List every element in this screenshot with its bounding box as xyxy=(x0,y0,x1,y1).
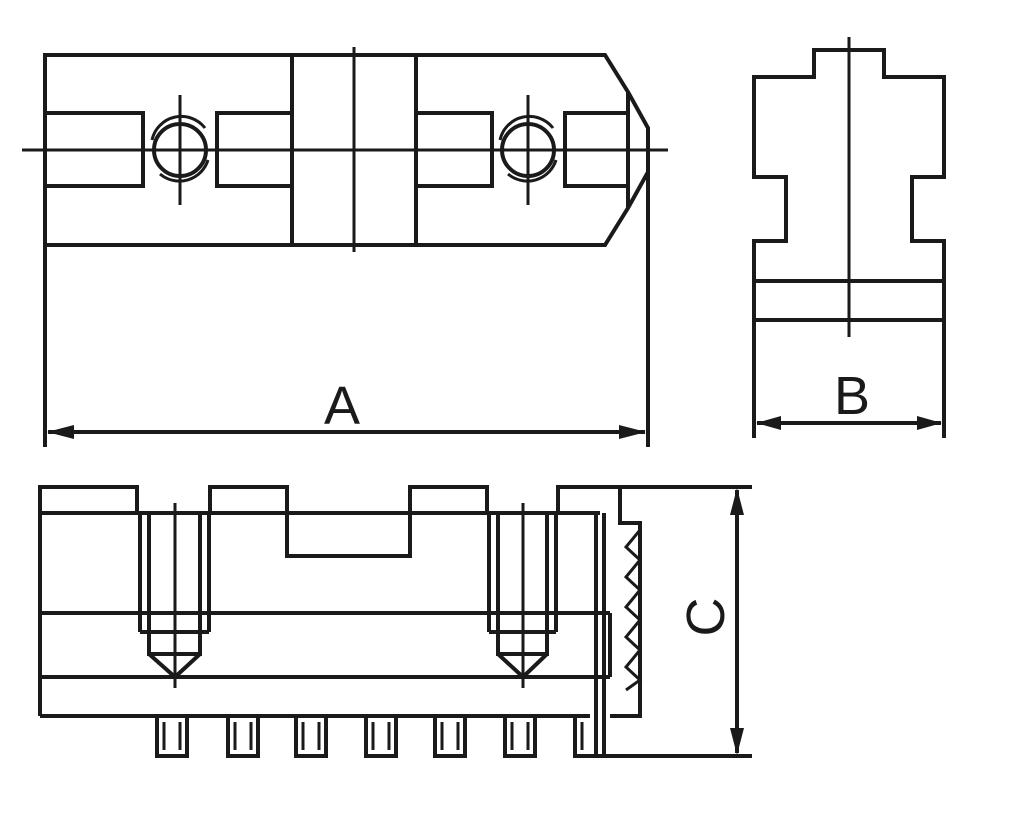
front-view xyxy=(38,485,643,758)
dimension-a-label: A xyxy=(324,376,360,436)
dimension-c-arrow-top xyxy=(730,488,744,515)
serration-teeth xyxy=(623,529,643,692)
front-view-top-profile xyxy=(38,485,620,716)
dimension-a: A xyxy=(43,172,650,447)
bottom-tooth-profile xyxy=(155,716,596,758)
bolt-hole-right-thread xyxy=(498,114,558,183)
bolt-bore-right xyxy=(487,503,558,688)
dimension-c: C xyxy=(596,485,752,758)
dimension-b: B xyxy=(752,320,946,438)
dimension-b-label: B xyxy=(834,366,870,426)
dimension-a-arrow-left xyxy=(47,425,74,439)
bottom-tooth-inner-lines xyxy=(162,722,584,750)
dimension-b-arrow-right xyxy=(917,416,942,430)
top-view xyxy=(22,47,668,252)
dimension-a-arrow-right xyxy=(619,425,646,439)
front-view-right-end xyxy=(610,487,642,718)
dimension-c-arrow-bottom xyxy=(730,728,744,755)
bolt-hole-left-thread xyxy=(150,114,210,183)
dimension-c-label: C xyxy=(676,598,736,637)
bolt-bore-left xyxy=(138,503,211,688)
side-view xyxy=(752,37,946,337)
dimension-b-arrow-left xyxy=(756,416,781,430)
